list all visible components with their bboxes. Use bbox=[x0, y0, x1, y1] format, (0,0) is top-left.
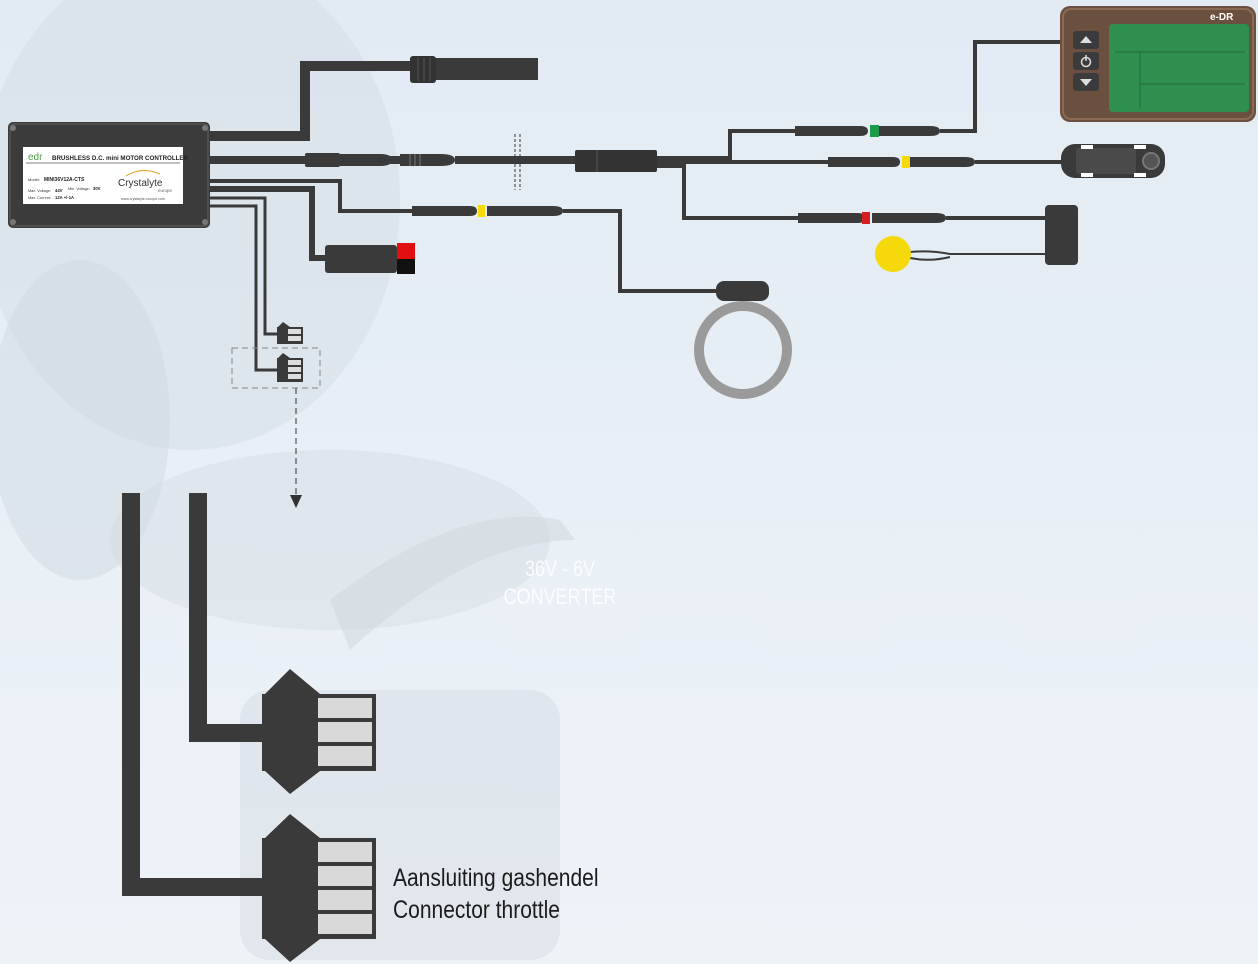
cable-break-marker bbox=[514, 134, 521, 190]
converter-name-text: CONVERTER bbox=[503, 584, 617, 609]
motor-controller: edr BRUSHLESS D.C. mini MOTOR CONTROLLER… bbox=[8, 122, 210, 228]
controller-title: BRUSHLESS D.C. mini MOTOR CONTROLLER bbox=[52, 155, 189, 162]
converter-label: 36V - 6V CONVERTER bbox=[486, 555, 634, 611]
svg-text:30V: 30V bbox=[93, 186, 101, 191]
green-connector-band bbox=[870, 125, 879, 137]
svg-text:www.crystalyte-europe.com: www.crystalyte-europe.com bbox=[121, 197, 165, 201]
light-connector bbox=[798, 212, 946, 224]
motor-connector bbox=[305, 153, 455, 167]
lcd-display: e-DR bbox=[1060, 6, 1256, 122]
light-bulb-icon bbox=[875, 236, 911, 272]
svg-text:44V: 44V bbox=[55, 188, 63, 193]
up-arrow-icon bbox=[1080, 36, 1092, 43]
throttle-label-dutch: Aansluiting gashendel bbox=[393, 864, 599, 892]
brand-name: Crystalyte bbox=[118, 178, 163, 189]
brake-connector bbox=[828, 156, 975, 168]
cable-splitter bbox=[575, 150, 657, 172]
svg-text:Max. Voltage:: Max. Voltage: bbox=[28, 189, 51, 193]
light-unit bbox=[875, 205, 1078, 272]
enlarged-connectors bbox=[122, 493, 376, 962]
battery-connector bbox=[325, 243, 415, 274]
svg-text:Min. Voltage:: Min. Voltage: bbox=[68, 187, 90, 191]
svg-text:Model:: Model: bbox=[28, 177, 40, 182]
svg-text:12A +/-1A: 12A +/-1A bbox=[55, 195, 74, 200]
small-connectors bbox=[231, 322, 321, 508]
brake-sensor bbox=[1061, 144, 1165, 178]
throttle-label-english: Connector throttle bbox=[393, 896, 560, 924]
zoom-highlight-box bbox=[231, 347, 321, 389]
svg-text:europe: europe bbox=[158, 188, 173, 193]
pas-sensor bbox=[694, 281, 792, 399]
down-arrow-icon bbox=[1080, 79, 1092, 86]
yellow-connector-band bbox=[902, 156, 910, 168]
display-brand: e-DR bbox=[1210, 12, 1234, 23]
throttle-connector-label: Aansluiting gashendel Connector throttle bbox=[393, 862, 598, 926]
display-connector bbox=[795, 125, 940, 137]
pas-connector bbox=[412, 205, 563, 217]
svg-text:Max. Current:: Max. Current: bbox=[28, 196, 51, 200]
handlebar-grip bbox=[410, 56, 538, 83]
model-number: MINI36V12A-CTS bbox=[44, 177, 85, 183]
red-connector-band bbox=[862, 212, 870, 224]
controller-logo: edr bbox=[28, 152, 43, 163]
converter-voltage-text: 36V - 6V bbox=[524, 556, 596, 581]
